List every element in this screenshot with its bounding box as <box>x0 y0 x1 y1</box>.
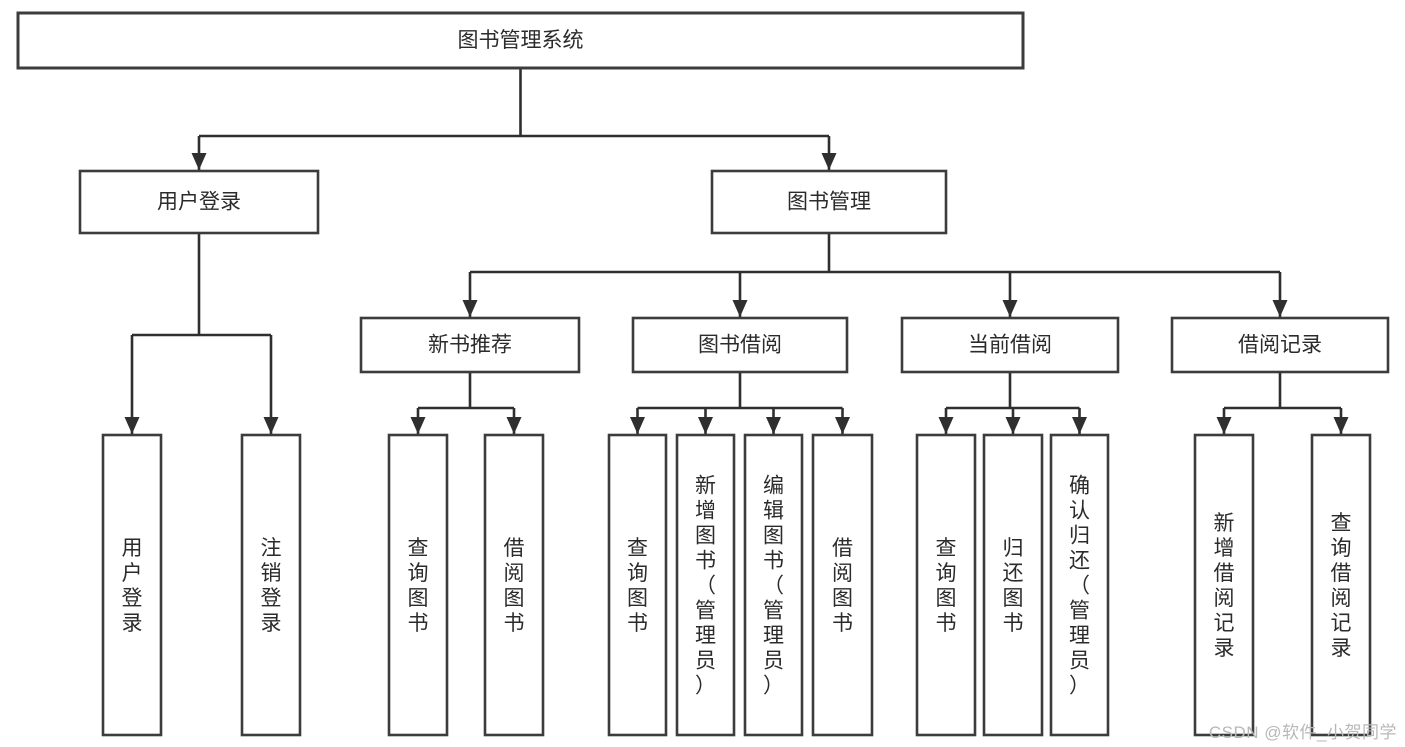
arrow-head-icon <box>938 417 954 434</box>
node-root[interactable]: 图书管理系统 <box>16 11 1025 70</box>
node-label-borrow-record: 借阅记录 <box>1238 334 1322 357</box>
node-box-leaf-logout[interactable] <box>240 433 302 737</box>
node-leaf-query-book-cur[interactable]: 查询图书 <box>915 433 977 737</box>
arrow-head-icon <box>1072 417 1087 434</box>
node-box-leaf-add-record[interactable] <box>1193 433 1255 737</box>
node-box-leaf-borrow-book-rec[interactable] <box>483 433 545 737</box>
node-leaf-add-record[interactable]: 新增借阅记录 <box>1193 433 1255 737</box>
node-label-leaf-query-book-rec: 查询图书 <box>408 537 429 635</box>
arrow-head-icon <box>698 417 713 434</box>
arrow-head-icon <box>1005 417 1021 434</box>
node-label-leaf-add-book: 新增图书（管理员） <box>695 475 716 698</box>
node-box-leaf-edit-book[interactable] <box>743 433 804 737</box>
node-borrow-record[interactable]: 借阅记录 <box>1170 316 1390 374</box>
node-box-leaf-borrow-book[interactable] <box>811 433 874 737</box>
node-leaf-query-book-borrow[interactable]: 查询图书 <box>607 433 668 737</box>
arrow-head-icon <box>263 417 279 434</box>
node-label-leaf-query-book-borrow: 查询图书 <box>627 537 648 635</box>
node-label-leaf-return-book: 归还图书 <box>1003 537 1024 635</box>
node-label-book-manage: 图书管理 <box>787 191 871 214</box>
arrow-head-icon <box>1216 417 1232 434</box>
node-label-leaf-confirm-return: 确认归还（管理员） <box>1069 475 1090 698</box>
node-box-book-borrow[interactable] <box>631 316 849 374</box>
node-box-new-book-rec[interactable] <box>359 316 581 374</box>
node-leaf-borrow-book-rec[interactable]: 借阅图书 <box>483 433 545 737</box>
node-label-leaf-edit-book: 编辑图书（管理员） <box>763 475 784 698</box>
arrow-head-icon <box>821 153 837 170</box>
node-label-leaf-logout: 注销登录 <box>261 537 282 635</box>
arrow-head-icon <box>732 300 748 317</box>
node-box-leaf-query-book-borrow[interactable] <box>607 433 668 737</box>
node-box-current-borrow[interactable] <box>900 316 1120 374</box>
node-book-borrow[interactable]: 图书借阅 <box>631 316 849 374</box>
arrow-head-icon <box>410 417 426 434</box>
node-leaf-return-book[interactable]: 归还图书 <box>982 433 1044 737</box>
node-box-leaf-add-book[interactable] <box>675 433 736 737</box>
node-box-leaf-query-book-rec[interactable] <box>387 433 449 737</box>
node-box-borrow-record[interactable] <box>1170 316 1390 374</box>
connector-layer <box>124 68 1349 434</box>
node-new-book-rec[interactable]: 新书推荐 <box>359 316 581 374</box>
node-label-leaf-borrow-book: 借阅图书 <box>832 537 853 635</box>
arrow-head-icon <box>124 417 140 434</box>
node-layer: 图书管理系统用户登录图书管理新书推荐图书借阅当前借阅借阅记录用户登录注销登录查询… <box>16 11 1390 737</box>
node-label-user-login: 用户登录 <box>157 191 241 214</box>
node-leaf-edit-book[interactable]: 编辑图书（管理员） <box>743 433 804 737</box>
arrow-head-icon <box>1272 300 1288 317</box>
node-user-login[interactable]: 用户登录 <box>78 169 320 235</box>
node-box-leaf-return-book[interactable] <box>982 433 1044 737</box>
node-box-leaf-query-book-cur[interactable] <box>915 433 977 737</box>
node-label-root: 图书管理系统 <box>458 29 584 52</box>
arrow-head-icon <box>1002 300 1018 317</box>
node-box-leaf-query-record[interactable] <box>1310 433 1372 737</box>
node-label-leaf-query-book-cur: 查询图书 <box>936 537 957 635</box>
arrow-head-icon <box>506 417 522 434</box>
node-leaf-user-login[interactable]: 用户登录 <box>101 433 163 737</box>
node-label-leaf-query-record: 查询借阅记录 <box>1331 512 1352 660</box>
node-book-manage[interactable]: 图书管理 <box>710 169 948 235</box>
node-box-user-login[interactable] <box>78 169 320 235</box>
node-leaf-logout[interactable]: 注销登录 <box>240 433 302 737</box>
node-label-leaf-borrow-book-rec: 借阅图书 <box>504 537 525 635</box>
node-box-root[interactable] <box>16 11 1025 70</box>
arrow-head-icon <box>462 300 478 317</box>
node-leaf-borrow-book[interactable]: 借阅图书 <box>811 433 874 737</box>
node-current-borrow[interactable]: 当前借阅 <box>900 316 1120 374</box>
arrow-head-icon <box>766 417 781 434</box>
node-label-leaf-user-login: 用户登录 <box>122 537 143 635</box>
watermark-label: CSDN @软件_小贺同学 <box>1208 723 1397 742</box>
node-label-current-borrow: 当前借阅 <box>968 334 1052 357</box>
node-label-book-borrow: 图书借阅 <box>698 334 782 357</box>
node-label-leaf-add-record: 新增借阅记录 <box>1214 512 1235 660</box>
node-leaf-add-book[interactable]: 新增图书（管理员） <box>675 433 736 737</box>
node-leaf-query-record[interactable]: 查询借阅记录 <box>1310 433 1372 737</box>
node-box-book-manage[interactable] <box>710 169 948 235</box>
node-box-leaf-confirm-return[interactable] <box>1049 433 1110 737</box>
node-label-new-book-rec: 新书推荐 <box>428 334 512 357</box>
arrow-head-icon <box>835 417 850 434</box>
arrow-head-icon <box>191 153 207 170</box>
arrow-head-icon <box>630 417 645 434</box>
node-box-leaf-user-login[interactable] <box>101 433 163 737</box>
node-leaf-confirm-return[interactable]: 确认归还（管理员） <box>1049 433 1110 737</box>
arrow-head-icon <box>1333 417 1349 434</box>
node-leaf-query-book-rec[interactable]: 查询图书 <box>387 433 449 737</box>
